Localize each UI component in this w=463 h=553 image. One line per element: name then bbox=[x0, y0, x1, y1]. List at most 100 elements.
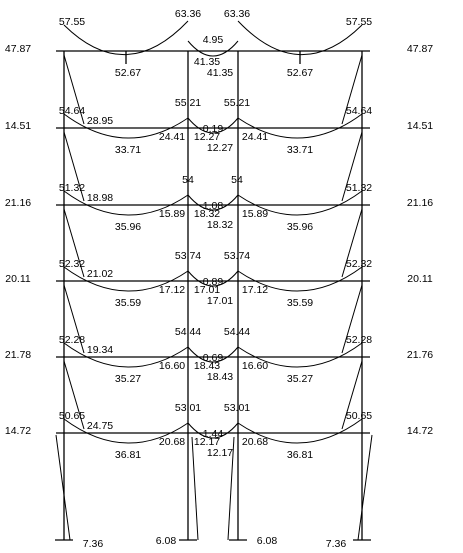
value-right-end-4: 21.16 bbox=[407, 197, 433, 209]
value-left-span-inner-4: 15.89 bbox=[159, 208, 185, 220]
value-right-end-6: 47.87 bbox=[407, 43, 433, 55]
value-right-span-mid-5: 33.71 bbox=[287, 144, 313, 156]
value-left-span-mid-4: 35.96 bbox=[115, 221, 141, 233]
value-top-left-1: 50.65 bbox=[59, 410, 85, 422]
value-top-right-6: 57.55 bbox=[346, 16, 372, 28]
curve-left-span-1 bbox=[63, 418, 189, 444]
value-top-left-5: 54.64 bbox=[59, 105, 85, 117]
value-right-end-1: 14.72 bbox=[407, 425, 433, 437]
value-inner-span-mid-2: 0.69 bbox=[203, 352, 224, 364]
curve-inner-span-3 bbox=[187, 270, 239, 287]
value-top-right-3: 52.32 bbox=[346, 258, 372, 270]
curve-left-span-2 bbox=[63, 342, 189, 368]
col-line-right-6 bbox=[341, 54, 363, 125]
value-top-inner-right-2: 54.44 bbox=[224, 326, 250, 338]
value-left-upper-1: 24.75 bbox=[87, 420, 113, 432]
value-top-inner-left-2: 54.44 bbox=[175, 326, 201, 338]
value-inner-span-mid-4: 1.08 bbox=[203, 200, 224, 212]
curve-right-span-5 bbox=[237, 113, 363, 139]
value-inner-span-mid-1: 1.44 bbox=[203, 428, 224, 440]
value-top-right-5: 54.64 bbox=[346, 105, 372, 117]
value-top-inner-right-4: 54 bbox=[231, 174, 243, 186]
curve-left-span-3 bbox=[63, 266, 189, 292]
value-inner-col-left-5: 12.27 bbox=[194, 131, 220, 143]
value-right-span-inner-2: 16.60 bbox=[242, 360, 268, 372]
value-top-inner-right-6: 63.36 bbox=[224, 8, 250, 20]
value-top-right-4: 51.32 bbox=[346, 182, 372, 194]
value-top-inner-left-3: 53.74 bbox=[175, 250, 201, 262]
moment-curves bbox=[55, 20, 373, 541]
value-left-span-mid-2: 35.27 bbox=[115, 373, 141, 385]
curve-right-span-3 bbox=[237, 266, 363, 292]
value-left-end-5: 14.51 bbox=[5, 120, 31, 132]
curve-left-span-6 bbox=[63, 20, 189, 56]
value-right-end-2: 21.76 bbox=[407, 349, 433, 361]
value-left-end-3: 20.11 bbox=[5, 273, 31, 285]
col-line-inner-left-base bbox=[191, 436, 199, 541]
curve-inner-span-4 bbox=[187, 194, 239, 211]
curve-inner-span-5 bbox=[187, 117, 239, 134]
value-top-inner-left-5: 55.21 bbox=[175, 97, 201, 109]
value-left-end-1: 14.72 bbox=[5, 425, 31, 437]
value-top-right-1: 50.65 bbox=[346, 410, 372, 422]
value-left-upper-5: 28.95 bbox=[87, 115, 113, 127]
value-inner-span-mid-5: 0.19 bbox=[203, 123, 224, 135]
value-left-upper-4: 18.98 bbox=[87, 192, 113, 204]
value-top-inner-left-6: 63.36 bbox=[175, 8, 201, 20]
value-left-span-mid-6: 52.67 bbox=[115, 67, 141, 79]
value-top-inner-right-5: 55.21 bbox=[224, 97, 250, 109]
value-left-span-mid-5: 33.71 bbox=[115, 144, 141, 156]
value-inner-col-left-6: 41.35 bbox=[194, 56, 220, 68]
value-left-span-mid-3: 35.59 bbox=[115, 297, 141, 309]
value-right-span-inner-3: 17.12 bbox=[242, 284, 268, 296]
col-line-right-base bbox=[357, 434, 373, 541]
value-inner-col-right-2: 18.43 bbox=[207, 371, 233, 383]
value-inner-col-right-6: 41.35 bbox=[207, 67, 233, 79]
value-base-inner-right: 6.08 bbox=[257, 535, 278, 547]
value-inner-col-left-3: 17.01 bbox=[194, 284, 220, 296]
col-line-left-6 bbox=[63, 54, 85, 125]
value-left-span-inner-5: 24.41 bbox=[159, 131, 185, 143]
col-line-left-base bbox=[55, 434, 71, 541]
curve-right-span-6 bbox=[237, 20, 363, 56]
value-top-inner-left-4: 54 bbox=[182, 174, 194, 186]
value-right-span-inner-1: 20.68 bbox=[242, 436, 268, 448]
value-inner-col-right-1: 12.17 bbox=[207, 447, 233, 459]
value-inner-col-left-1: 12.17 bbox=[194, 436, 220, 448]
value-inner-col-right-5: 12.27 bbox=[207, 142, 233, 154]
curve-left-span-5 bbox=[63, 113, 189, 139]
col-line-left-5 bbox=[63, 131, 85, 202]
value-left-span-inner-1: 20.68 bbox=[159, 436, 185, 448]
curve-right-span-2 bbox=[237, 342, 363, 368]
value-base-right: 7.36 bbox=[326, 538, 347, 550]
col-line-right-5 bbox=[341, 131, 363, 202]
value-right-span-inner-5: 24.41 bbox=[242, 131, 268, 143]
curve-inner-span-6 bbox=[187, 40, 239, 57]
curve-inner-span-1 bbox=[187, 422, 239, 439]
col-line-left-3 bbox=[63, 284, 85, 354]
col-line-right-3 bbox=[341, 284, 363, 354]
value-right-span-mid-2: 35.27 bbox=[287, 373, 313, 385]
curve-right-span-1 bbox=[237, 418, 363, 444]
value-inner-span-mid-6: 4.95 bbox=[203, 34, 224, 46]
value-inner-col-right-3: 17.01 bbox=[207, 295, 233, 307]
curve-inner-span-2 bbox=[187, 346, 239, 363]
value-base-left: 7.36 bbox=[83, 538, 104, 550]
value-right-span-mid-4: 35.96 bbox=[287, 221, 313, 233]
value-left-span-mid-1: 36.81 bbox=[115, 449, 141, 461]
value-top-right-2: 52.28 bbox=[346, 334, 372, 346]
value-right-span-mid-3: 35.59 bbox=[287, 297, 313, 309]
value-left-upper-2: 19.34 bbox=[87, 344, 113, 356]
value-inner-col-left-4: 18.32 bbox=[194, 208, 220, 220]
value-left-end-4: 21.16 bbox=[5, 197, 31, 209]
value-right-span-mid-6: 52.67 bbox=[287, 67, 313, 79]
curve-left-span-4 bbox=[63, 190, 189, 216]
value-inner-col-right-4: 18.32 bbox=[207, 219, 233, 231]
value-top-left-6: 57.55 bbox=[59, 16, 85, 28]
value-top-left-4: 51.32 bbox=[59, 182, 85, 194]
value-top-inner-left-1: 53.01 bbox=[175, 402, 201, 414]
value-top-inner-right-1: 53.01 bbox=[224, 402, 250, 414]
value-top-left-3: 52.32 bbox=[59, 258, 85, 270]
col-line-left-4 bbox=[63, 208, 85, 278]
